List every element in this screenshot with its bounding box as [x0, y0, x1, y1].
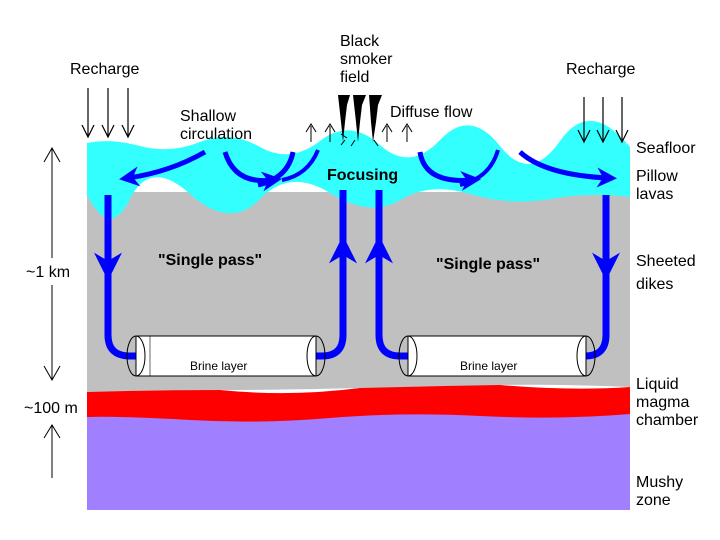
flow-shallow-5 — [417, 151, 481, 191]
label-seafloor: Seafloor — [636, 140, 696, 157]
label-black-smoker-2: smoker — [340, 51, 393, 68]
flow-shallow-3 — [257, 151, 296, 188]
label-single-pass-right: "Single pass" — [436, 256, 540, 273]
flow-shallow-7 — [518, 150, 617, 188]
recharge-arrows-left — [81, 88, 135, 139]
label-mushy-1: Mushy — [636, 474, 683, 491]
depth-1km-arrow — [43, 146, 61, 258]
label-sheeted-2: dikes — [636, 276, 673, 293]
black-smoker-icon — [338, 95, 382, 147]
depth-scale — [43, 146, 61, 478]
label-black-smoker-1: Black — [340, 33, 380, 50]
recharge-arrows-right — [577, 97, 629, 144]
label-depth-1km: ~1 km — [26, 264, 70, 281]
diffuse-flow-arrows — [305, 123, 413, 142]
label-shallow-2: circulation — [180, 126, 252, 143]
label-focusing: Focusing — [327, 167, 398, 184]
label-sheeted-1: Sheeted — [636, 253, 696, 270]
label-pillow-2: lavas — [636, 186, 673, 203]
label-pillow-1: Pillow — [636, 168, 678, 185]
label-magma-2: magma — [636, 394, 689, 411]
label-magma-3: chamber — [636, 412, 699, 429]
label-mushy-2: zone — [636, 492, 671, 509]
brine-layer-right — [398, 335, 596, 377]
label-magma-1: Liquid — [636, 376, 679, 393]
pillow-lavas-layer — [87, 120, 630, 219]
flow-shallow-6 — [459, 149, 500, 187]
label-diffuse-flow: Diffuse flow — [390, 104, 473, 121]
label-shallow-1: Shallow — [180, 108, 236, 125]
label-brine-right: Brine layer — [460, 359, 517, 373]
depth-1km-arrow-lower — [43, 285, 61, 382]
label-recharge-left: Recharge — [70, 61, 139, 78]
flow-shallow-1 — [119, 149, 207, 187]
label-single-pass-left: "Single pass" — [158, 252, 262, 269]
flow-shallow-4 — [281, 149, 320, 182]
mushy-zone-layer — [87, 410, 630, 510]
magma-chamber-layer — [87, 382, 630, 422]
brine-layer-left — [126, 335, 326, 377]
label-black-smoker-3: field — [340, 69, 369, 86]
label-recharge-right: Recharge — [566, 61, 635, 78]
depth-100m-arrow — [43, 424, 61, 478]
label-depth-100m: ~100 m — [24, 400, 78, 417]
label-brine-left: Brine layer — [190, 359, 247, 373]
